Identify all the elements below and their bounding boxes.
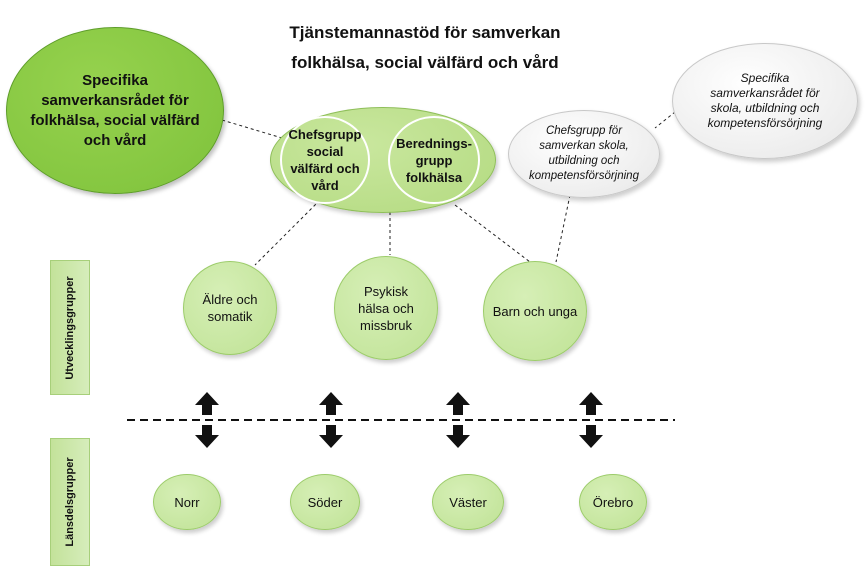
beredningsgrupp-node: Berednings-grupp folkhälsa <box>388 116 480 204</box>
dev-group-psykisk: Psykisk hälsa och missbruk <box>334 256 438 360</box>
lansdelsgrupper-label: Länsdelsgrupper <box>64 457 76 547</box>
dev-group-psykisk-label: Psykisk hälsa och missbruk <box>358 283 414 333</box>
district-soder-label: Söder <box>307 494 343 510</box>
lansdelsgrupper-label-box: Länsdelsgrupper <box>50 438 90 566</box>
district-soder: Söder <box>290 474 360 530</box>
chefsgrupp-social-node: Chefsgrupp social välfärd och vård <box>280 116 370 204</box>
connector-school-chefs-to-barn <box>555 194 571 263</box>
chefsgrupp-social-label: Chefsgrupp social välfärd och vård <box>288 127 362 193</box>
utvecklingsgrupper-label-box: Utvecklingsgrupper <box>50 260 90 395</box>
district-orebro: Örebro <box>579 474 647 530</box>
district-norr-label: Norr <box>174 494 200 510</box>
arrow-down-3 <box>446 425 470 448</box>
arrow-up-3 <box>446 392 470 415</box>
district-orebro-label: Örebro <box>592 494 634 510</box>
chefsgrupp-skola-node: Chefsgrupp för samverkan skola, utbildni… <box>508 110 660 198</box>
dev-group-aldre-label: Äldre och somatik <box>202 292 258 324</box>
diagram-title: Tjänstemannastöd för samverkan folkhälsa… <box>250 18 600 78</box>
arrow-up-4 <box>579 392 603 415</box>
beredningsgrupp-label: Berednings-grupp folkhälsa <box>396 135 472 185</box>
arrow-down-4 <box>579 425 603 448</box>
council-skola-label: Specifika samverkansrådet för skola, utb… <box>707 71 823 130</box>
council-folkhalsa-node: Specifika samverkansrådet för folkhälsa,… <box>6 27 224 194</box>
district-norr: Norr <box>153 474 221 530</box>
district-vaster-label: Väster <box>449 494 487 510</box>
chefsgrupp-skola-label: Chefsgrupp för samverkan skola, utbildni… <box>529 125 639 182</box>
arrow-down-2 <box>319 425 343 448</box>
district-vaster: Väster <box>432 474 504 530</box>
arrow-up-2 <box>319 392 343 415</box>
dev-group-barn-label: Barn och unga <box>492 303 578 319</box>
connector-group-to-barn <box>454 204 531 263</box>
connector-school-council-to-chefs <box>654 107 681 129</box>
connector-group-to-aldre <box>254 199 321 266</box>
dev-group-aldre: Äldre och somatik <box>183 261 277 355</box>
council-skola-node: Specifika samverkansrådet för skola, utb… <box>672 43 858 159</box>
dev-group-barn: Barn och unga <box>483 261 587 361</box>
arrow-down-1 <box>195 425 219 448</box>
arrow-up-1 <box>195 392 219 415</box>
connector-council-to-group <box>221 119 283 139</box>
diagram-title-line1: Tjänstemannastöd för samverkan <box>289 23 561 42</box>
council-folkhalsa-label: Specifika samverkansrådet för folkhälsa,… <box>30 71 200 149</box>
utvecklingsgrupper-label: Utvecklingsgrupper <box>64 275 76 380</box>
diagram-title-line2: folkhälsa, social välfärd och vård <box>291 53 559 72</box>
